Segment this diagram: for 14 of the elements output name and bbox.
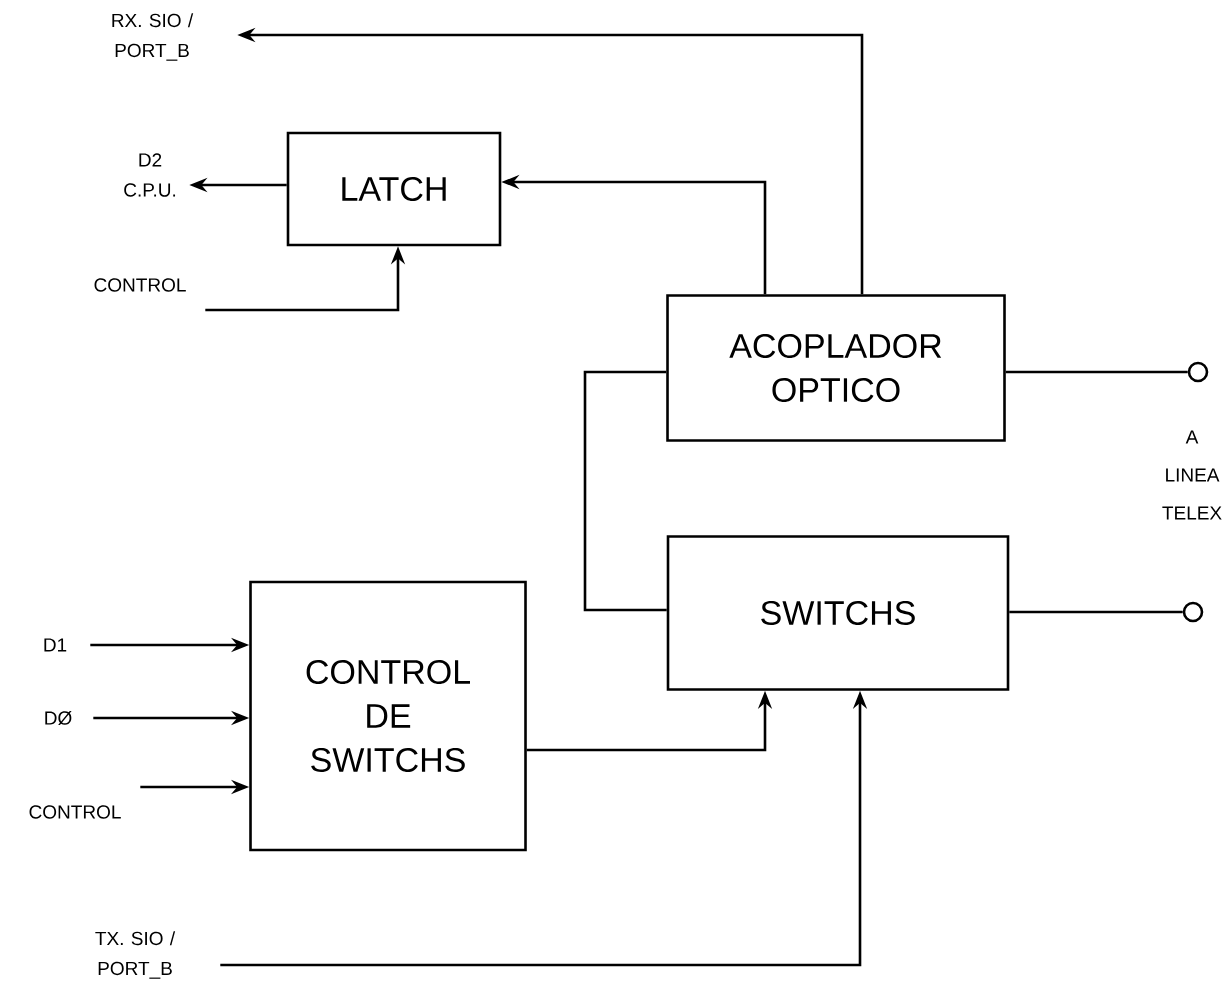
block-box: CONTROL DE SWITCHS — [249, 580, 527, 852]
terminal-label: A LINEA TELEX — [1162, 430, 1222, 520]
terminal-circle — [1187, 361, 1209, 383]
signal-label: D1 — [44, 638, 67, 652]
signal-label: D2 C.P.U. — [124, 153, 176, 197]
block-box: ACOPLADOR OPTICO — [666, 294, 1006, 442]
signal-label: CONTROL — [94, 278, 186, 292]
block-box: SWITCHS — [666, 535, 1010, 691]
signal-label: CONTROL — [29, 805, 121, 819]
signal-label: TX. SIO / PORT_B — [95, 931, 176, 979]
signal-label: DØ — [45, 710, 72, 726]
terminal-circle — [1182, 601, 1204, 623]
signal-label: RX. SIO / PORT_B — [112, 13, 194, 61]
block-box: LATCH — [286, 131, 502, 247]
